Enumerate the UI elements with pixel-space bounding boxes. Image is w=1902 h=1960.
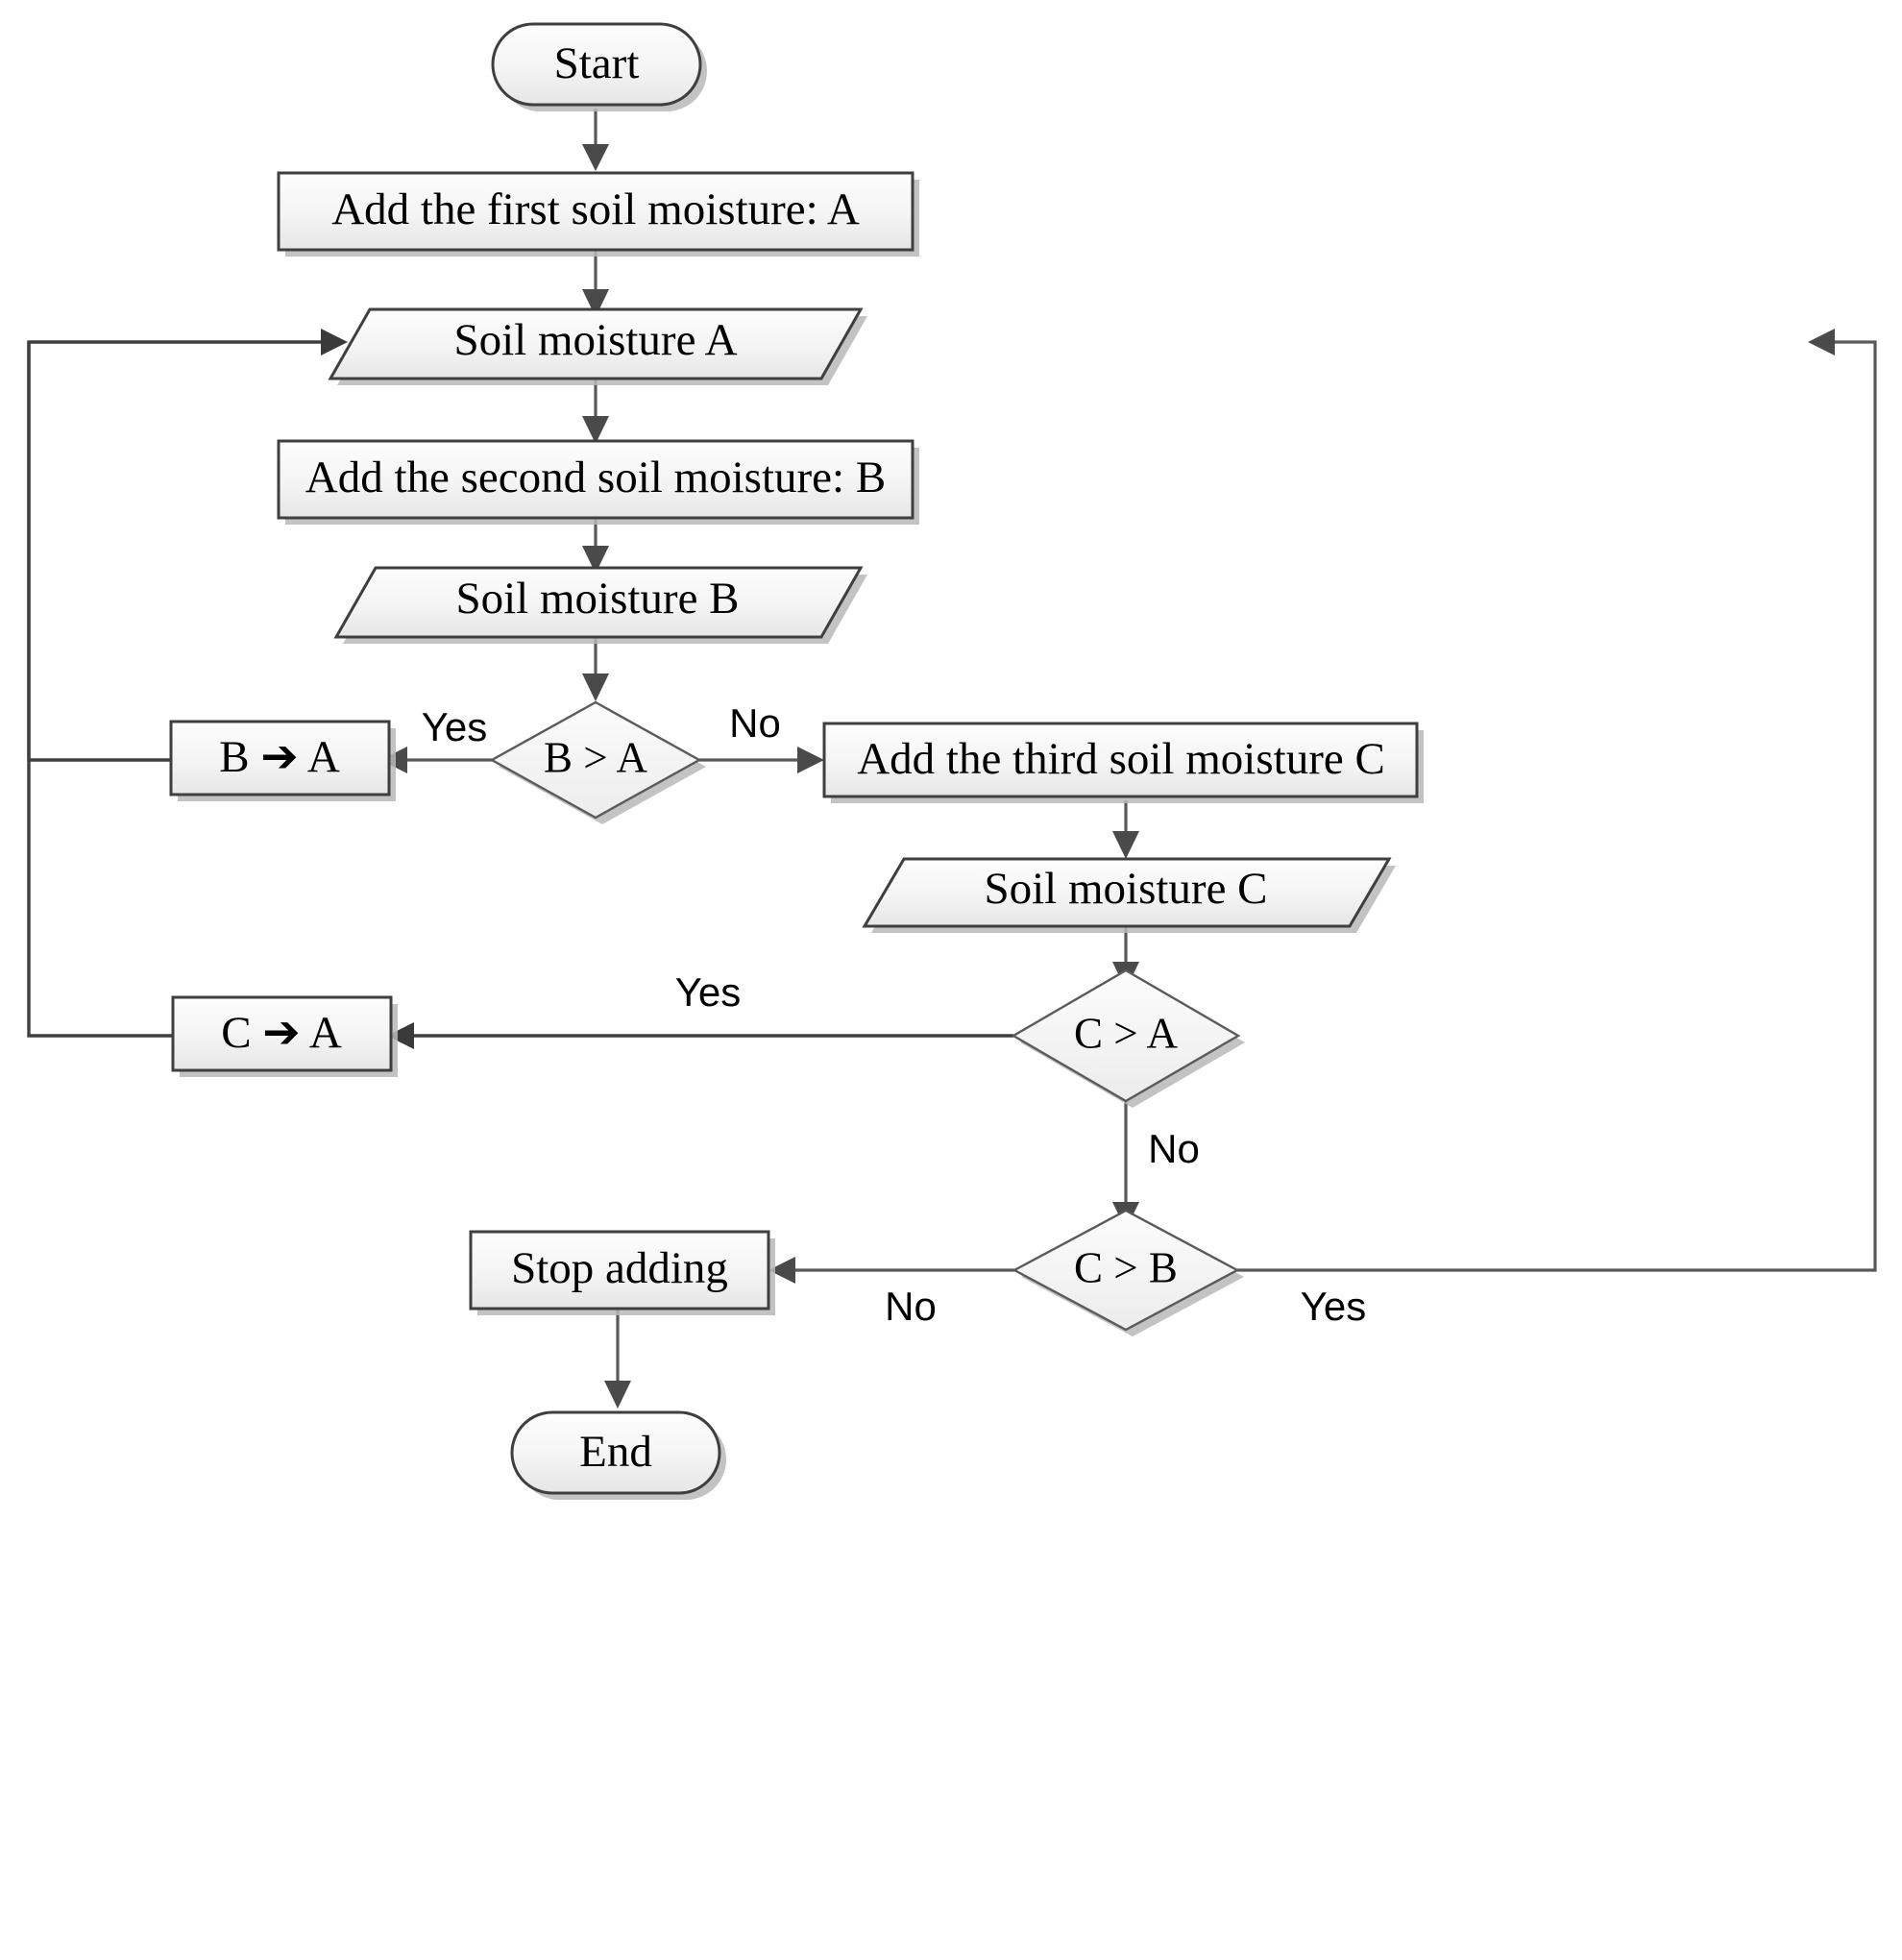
node-moisture-c[interactable]: Soil moisture C <box>862 857 1396 933</box>
edge-moisture-a-to-add-second <box>582 377 609 444</box>
edge-c-gt-a-yes <box>387 1022 1013 1049</box>
node-start-label: Start <box>554 38 640 88</box>
node-add-second[interactable]: Add the second soil moisture: B <box>277 439 919 525</box>
node-moisture-b[interactable]: Soil moisture B <box>333 566 867 644</box>
node-decide-c-gt-a-label: C > A <box>1074 1009 1178 1057</box>
edge-c-gt-b-no <box>768 1257 1014 1284</box>
edge-add-first-to-moisture-a <box>582 248 609 317</box>
node-decide-b-gt-a[interactable]: B > A <box>489 700 706 824</box>
node-moisture-a-label: Soil moisture A <box>453 315 737 365</box>
edge-c-gt-b-yes <box>1237 329 1877 1272</box>
node-decide-b-gt-a-label: B > A <box>544 733 647 781</box>
edge-stop-adding-to-end <box>604 1309 631 1409</box>
node-end-label: End <box>579 1427 652 1477</box>
node-assign-b-to-a[interactable]: B ➔ A <box>169 720 396 801</box>
node-add-first[interactable]: Add the first soil moisture: A <box>277 171 919 257</box>
node-assign-b-to-a-label: B ➔ A <box>219 732 340 782</box>
edge-label-c-gt-a-yes: Yes <box>675 969 742 1015</box>
node-moisture-c-label: Soil moisture C <box>984 864 1267 914</box>
edge-b-gt-a-yes <box>380 747 492 773</box>
node-moisture-a[interactable]: Soil moisture A <box>328 307 867 385</box>
node-assign-c-to-a[interactable]: C ➔ A <box>171 995 398 1077</box>
edge-label-c-gt-b-no: No <box>885 1284 937 1329</box>
node-add-second-label: Add the second soil moisture: B <box>305 453 886 502</box>
edge-label-c-gt-b-yes: Yes <box>1301 1284 1367 1329</box>
edge-b-gt-a-no <box>699 747 824 773</box>
node-assign-c-to-a-label: C ➔ A <box>221 1008 342 1058</box>
edge-label-b-gt-a-no: No <box>729 700 781 746</box>
node-decide-c-gt-b-label: C > B <box>1074 1243 1178 1291</box>
node-add-third[interactable]: Add the third soil moisture C <box>822 722 1424 803</box>
edge-add-third-to-moisture-c <box>1112 800 1139 859</box>
node-decide-c-gt-a[interactable]: C > A <box>1011 968 1245 1108</box>
edge-start-to-add-first <box>582 109 609 171</box>
edge-assign-b-to-a-loopback <box>27 329 348 762</box>
node-moisture-b-label: Soil moisture B <box>455 574 739 624</box>
node-add-third-label: Add the third soil moisture C <box>857 734 1385 784</box>
node-end[interactable]: End <box>510 1410 726 1500</box>
node-add-first-label: Add the first soil moisture: A <box>331 184 860 234</box>
node-stop-adding[interactable]: Stop adding <box>469 1230 775 1315</box>
edge-label-c-gt-a-no: No <box>1148 1126 1200 1171</box>
node-start[interactable]: Start <box>491 22 707 111</box>
node-stop-adding-label: Stop adding <box>511 1243 728 1293</box>
edge-assign-c-to-a-loopback <box>27 342 173 1038</box>
node-decide-c-gt-b[interactable]: C > B <box>1012 1209 1244 1336</box>
edge-moisture-b-to-decide-b-gt-a <box>582 635 609 701</box>
edge-labels-layer: Yes No Yes No No Yes <box>422 700 1367 1329</box>
edge-label-b-gt-a-yes: Yes <box>422 704 488 749</box>
